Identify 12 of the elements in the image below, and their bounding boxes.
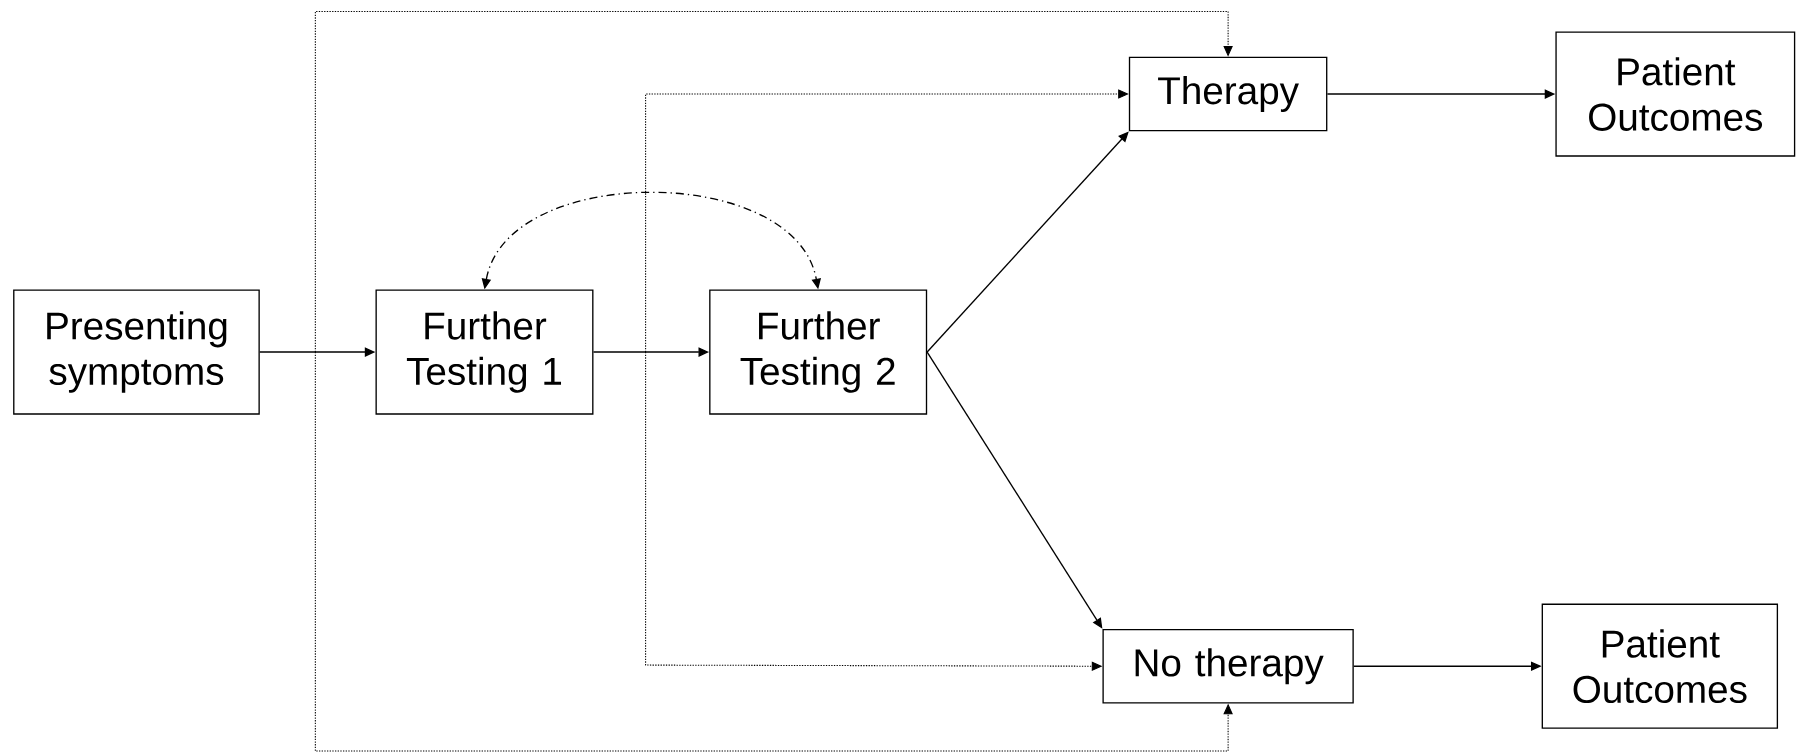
- process-box: No therapy: [1102, 628, 1354, 704]
- process-box: Further Testing 1: [375, 289, 594, 415]
- process-box: Presenting symptoms: [13, 289, 260, 415]
- process-box: Patient Outcomes: [1541, 603, 1779, 729]
- arrow: [314, 351, 1233, 752]
- arrow: [314, 10, 1233, 353]
- arrow: [645, 89, 1129, 353]
- process-box: Further Testing 2: [709, 289, 928, 415]
- arrow: [926, 131, 1129, 353]
- process-box: Therapy: [1128, 56, 1328, 132]
- arrow: [926, 351, 1103, 629]
- process-box: Patient Outcomes: [1555, 31, 1796, 157]
